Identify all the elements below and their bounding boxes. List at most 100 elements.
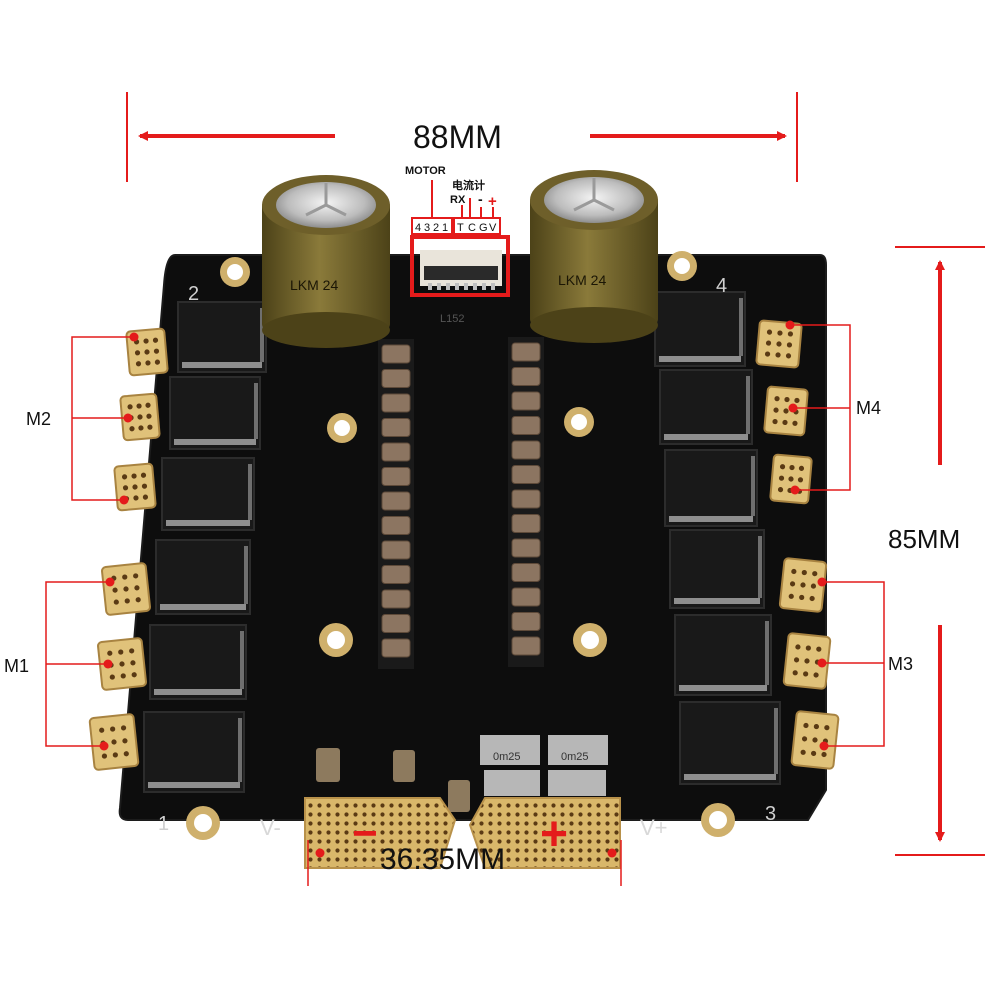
pad-minus-symbol: − xyxy=(352,809,378,858)
ceramic-capacitor xyxy=(381,614,411,633)
ceramic-capacitor xyxy=(511,587,541,607)
motor-group-label-m3: M3 xyxy=(888,654,913,674)
resistor-marking: 0m25 xyxy=(561,751,589,763)
motor-pad xyxy=(88,713,140,771)
mosfet xyxy=(149,624,247,700)
electrolytic-capacitor-right: LKM 24 xyxy=(530,170,658,343)
corner-number-1: 1 xyxy=(158,813,169,835)
ceramic-capacitor xyxy=(381,540,411,560)
mosfet xyxy=(177,301,267,373)
mounting-hole xyxy=(667,251,697,281)
power-minus-label: V- xyxy=(260,815,281,840)
ceramic-capacitor xyxy=(511,489,541,509)
capacitor-marking: LKM 24 xyxy=(290,277,338,293)
signal-pin-label: C xyxy=(468,222,476,234)
motor-group-label-m4: M4 xyxy=(856,398,881,418)
motor-pad xyxy=(119,392,161,442)
shunt-resistors: 0m25 0m25 xyxy=(480,735,608,796)
mounting-hole xyxy=(220,257,250,287)
corner-number-4: 4 xyxy=(716,275,727,297)
mosfet xyxy=(664,449,758,527)
height-dimension-label: 85MM xyxy=(888,524,960,554)
ceramic-capacitor xyxy=(381,467,411,486)
ceramic-capacitor xyxy=(381,369,411,388)
ceramic-capacitor xyxy=(511,612,541,631)
ceramic-capacitor xyxy=(381,516,411,535)
ceramic-capacitor xyxy=(511,367,541,386)
ceramic-capacitor xyxy=(511,440,541,460)
resistor-marking: 0m25 xyxy=(493,751,521,763)
current-meter-label: 电流计 xyxy=(452,178,485,192)
signal-connector xyxy=(420,250,502,290)
motor-pad xyxy=(755,319,803,369)
ceramic-capacitor xyxy=(511,342,541,362)
motor-group-m2 xyxy=(71,336,134,501)
mosfet-array xyxy=(143,291,781,793)
mosfet xyxy=(169,376,261,450)
rx-label: RX xyxy=(450,194,466,206)
motor-group-label-m2: M2 xyxy=(26,409,51,429)
smd-components xyxy=(316,748,470,812)
motor-pad xyxy=(763,385,809,437)
ceramic-capacitor xyxy=(511,465,541,484)
signal-pin-label: T xyxy=(457,222,464,234)
pad-plus-symbol: + xyxy=(540,808,568,861)
motor-pad xyxy=(790,710,840,770)
motor-group-label-m1: M1 xyxy=(4,656,29,676)
ceramic-capacitor xyxy=(381,491,411,511)
mosfet xyxy=(155,539,251,615)
motor-group-m1 xyxy=(45,581,110,747)
mosfet xyxy=(161,457,255,531)
signal-pin-label: G xyxy=(479,222,488,234)
ceramic-capacitor xyxy=(381,565,411,584)
ceramic-capacitor xyxy=(511,636,541,656)
mounting-hole xyxy=(573,623,607,657)
connector-highlight-box xyxy=(410,235,510,297)
motor-pad xyxy=(782,632,832,690)
ceramic-capacitor xyxy=(381,589,411,609)
ceramic-capacitor xyxy=(381,418,411,437)
power-pad-negative: − xyxy=(304,797,457,869)
mosfet xyxy=(669,529,765,609)
motor-pad xyxy=(101,562,151,616)
height-dimension xyxy=(895,246,985,856)
motor-group-m3 xyxy=(822,581,885,747)
power-plus-label: V+ xyxy=(640,815,668,840)
mosfet xyxy=(654,291,746,367)
mounting-hole xyxy=(319,623,353,657)
minus-pin-label: - xyxy=(478,191,483,207)
terminal-spacing-dimension xyxy=(307,840,622,886)
mosfet xyxy=(674,614,772,696)
width-dimension xyxy=(126,92,798,182)
mosfet xyxy=(659,369,753,445)
width-dimension-label: 88MM xyxy=(413,119,502,155)
mosfet xyxy=(143,711,245,793)
mounting-hole xyxy=(327,413,357,443)
ceramic-capacitor xyxy=(511,391,541,411)
ceramic-capacitor xyxy=(381,442,411,462)
pcb-board xyxy=(118,254,827,821)
ceramic-capacitor xyxy=(381,344,411,364)
signal-pin-label: V xyxy=(489,222,497,234)
motor-pad xyxy=(778,557,828,613)
motor-pin-label: 1 xyxy=(442,222,448,234)
corner-number-2: 2 xyxy=(188,283,199,305)
corner-number-3: 3 xyxy=(765,803,776,825)
motor-pin-label: 4 xyxy=(415,222,421,234)
motor-pad xyxy=(113,462,157,512)
capacitor-marking: LKM 24 xyxy=(558,272,606,288)
motor-label: MOTOR xyxy=(405,165,446,177)
motor-group-m4 xyxy=(790,324,851,491)
ceramic-capacitor xyxy=(511,538,541,558)
motor-pad xyxy=(769,453,813,505)
motor-pad xyxy=(97,637,147,691)
mounting-hole xyxy=(186,806,220,840)
pad-marker-dots xyxy=(99,320,829,858)
ceramic-capacitor xyxy=(511,563,541,582)
mounting-holes xyxy=(186,251,735,840)
connector-pins xyxy=(428,283,495,290)
electrolytic-capacitor-left: LKM 24 xyxy=(262,175,390,348)
mounting-hole xyxy=(564,407,594,437)
plus-pin-label: + xyxy=(488,193,497,210)
motor-pin-label: 3 xyxy=(424,222,430,234)
